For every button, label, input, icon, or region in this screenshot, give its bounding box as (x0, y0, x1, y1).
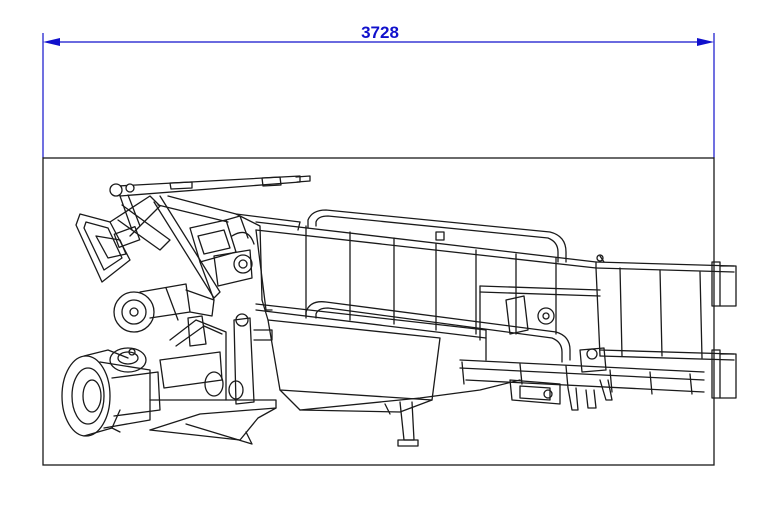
lower-hub (61, 347, 161, 437)
dimension-annotation (42, 33, 715, 158)
view-frame (42, 157, 715, 466)
main-body (261, 299, 521, 447)
right-ladder (479, 261, 737, 399)
top-arm (109, 175, 311, 231)
dimension-arrow-right (697, 38, 714, 46)
dimension-arrow-left (43, 38, 60, 46)
drawbar (149, 319, 277, 445)
small-wheel (113, 283, 215, 333)
lower-mechanism (505, 254, 613, 411)
dimension-label: 3728 (361, 23, 399, 42)
upper-jack (75, 195, 171, 283)
middle-mechanism (189, 215, 255, 301)
center-post (187, 313, 273, 405)
machine-illustration (61, 175, 737, 447)
lower-ladder (305, 301, 705, 395)
